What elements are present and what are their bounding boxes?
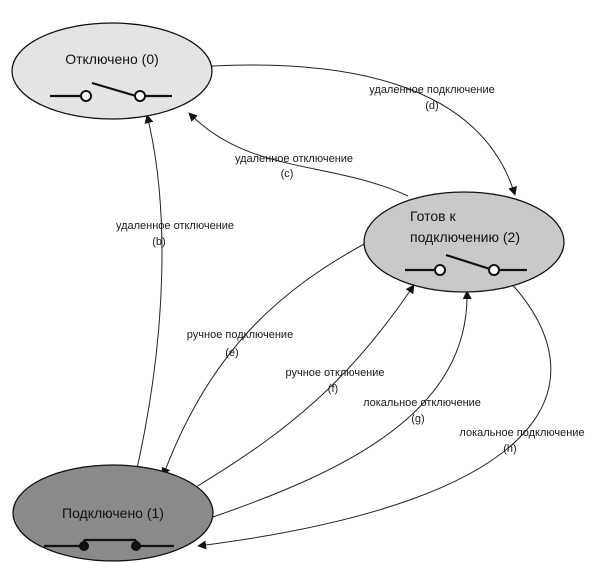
edge-c [188, 112, 409, 197]
label-g-text: локальное отключение [363, 397, 481, 409]
label-d-letter: (d) [425, 100, 438, 112]
label-f: ручное отключение (f) [285, 367, 384, 395]
state-connected-shape [12, 464, 214, 562]
state-ready[interactable]: Готов к подключению (2) [363, 191, 565, 293]
label-h-letter: (h) [503, 443, 516, 455]
state-disconnected[interactable]: Отключено (0) [11, 22, 213, 120]
edge-d [211, 64, 517, 196]
label-c-text: удаленное отключение [235, 153, 353, 165]
edge-f [195, 284, 415, 488]
state-ready-label-line1: Готов к [410, 208, 456, 224]
label-b-letter: (b) [152, 236, 165, 248]
label-h: локальное подключение (h) [459, 427, 584, 455]
state-ready-label-line2: подключению (2) [410, 229, 520, 245]
label-c-letter: (c) [281, 168, 294, 180]
label-e-letter: (e) [225, 347, 238, 359]
open-switch-icon [405, 253, 527, 276]
label-c: удаленное отключение (c) [235, 153, 353, 180]
label-d: удаленное подключение (d) [369, 84, 494, 112]
label-e: ручное подключение (e) [187, 329, 293, 359]
label-b: удаленное отключение (b) [116, 220, 234, 248]
label-e-text: ручное подключение [187, 329, 293, 341]
edge-g [209, 290, 472, 519]
label-g-letter: (g) [411, 413, 424, 425]
label-f-text: ручное отключение [285, 367, 384, 379]
state-ready-shape [363, 191, 565, 293]
label-d-text: удаленное подключение [369, 84, 494, 96]
label-h-text: локальное подключение [459, 427, 584, 439]
edge-h [197, 281, 552, 550]
state-connected-label: Подключено (1) [62, 505, 164, 521]
edge-e [161, 242, 367, 477]
label-g: локальное отключение (g) [363, 397, 481, 425]
state-disconnected-label: Отключено (0) [65, 51, 159, 67]
closed-switch-icon [44, 538, 174, 551]
open-switch-icon [50, 81, 172, 102]
label-b-text: удаленное отключение [116, 220, 234, 232]
state-connected[interactable]: Подключено (1) [12, 464, 214, 562]
edge-b [132, 114, 163, 487]
label-f-letter: (f) [328, 383, 338, 395]
state-disconnected-shape [11, 22, 213, 120]
